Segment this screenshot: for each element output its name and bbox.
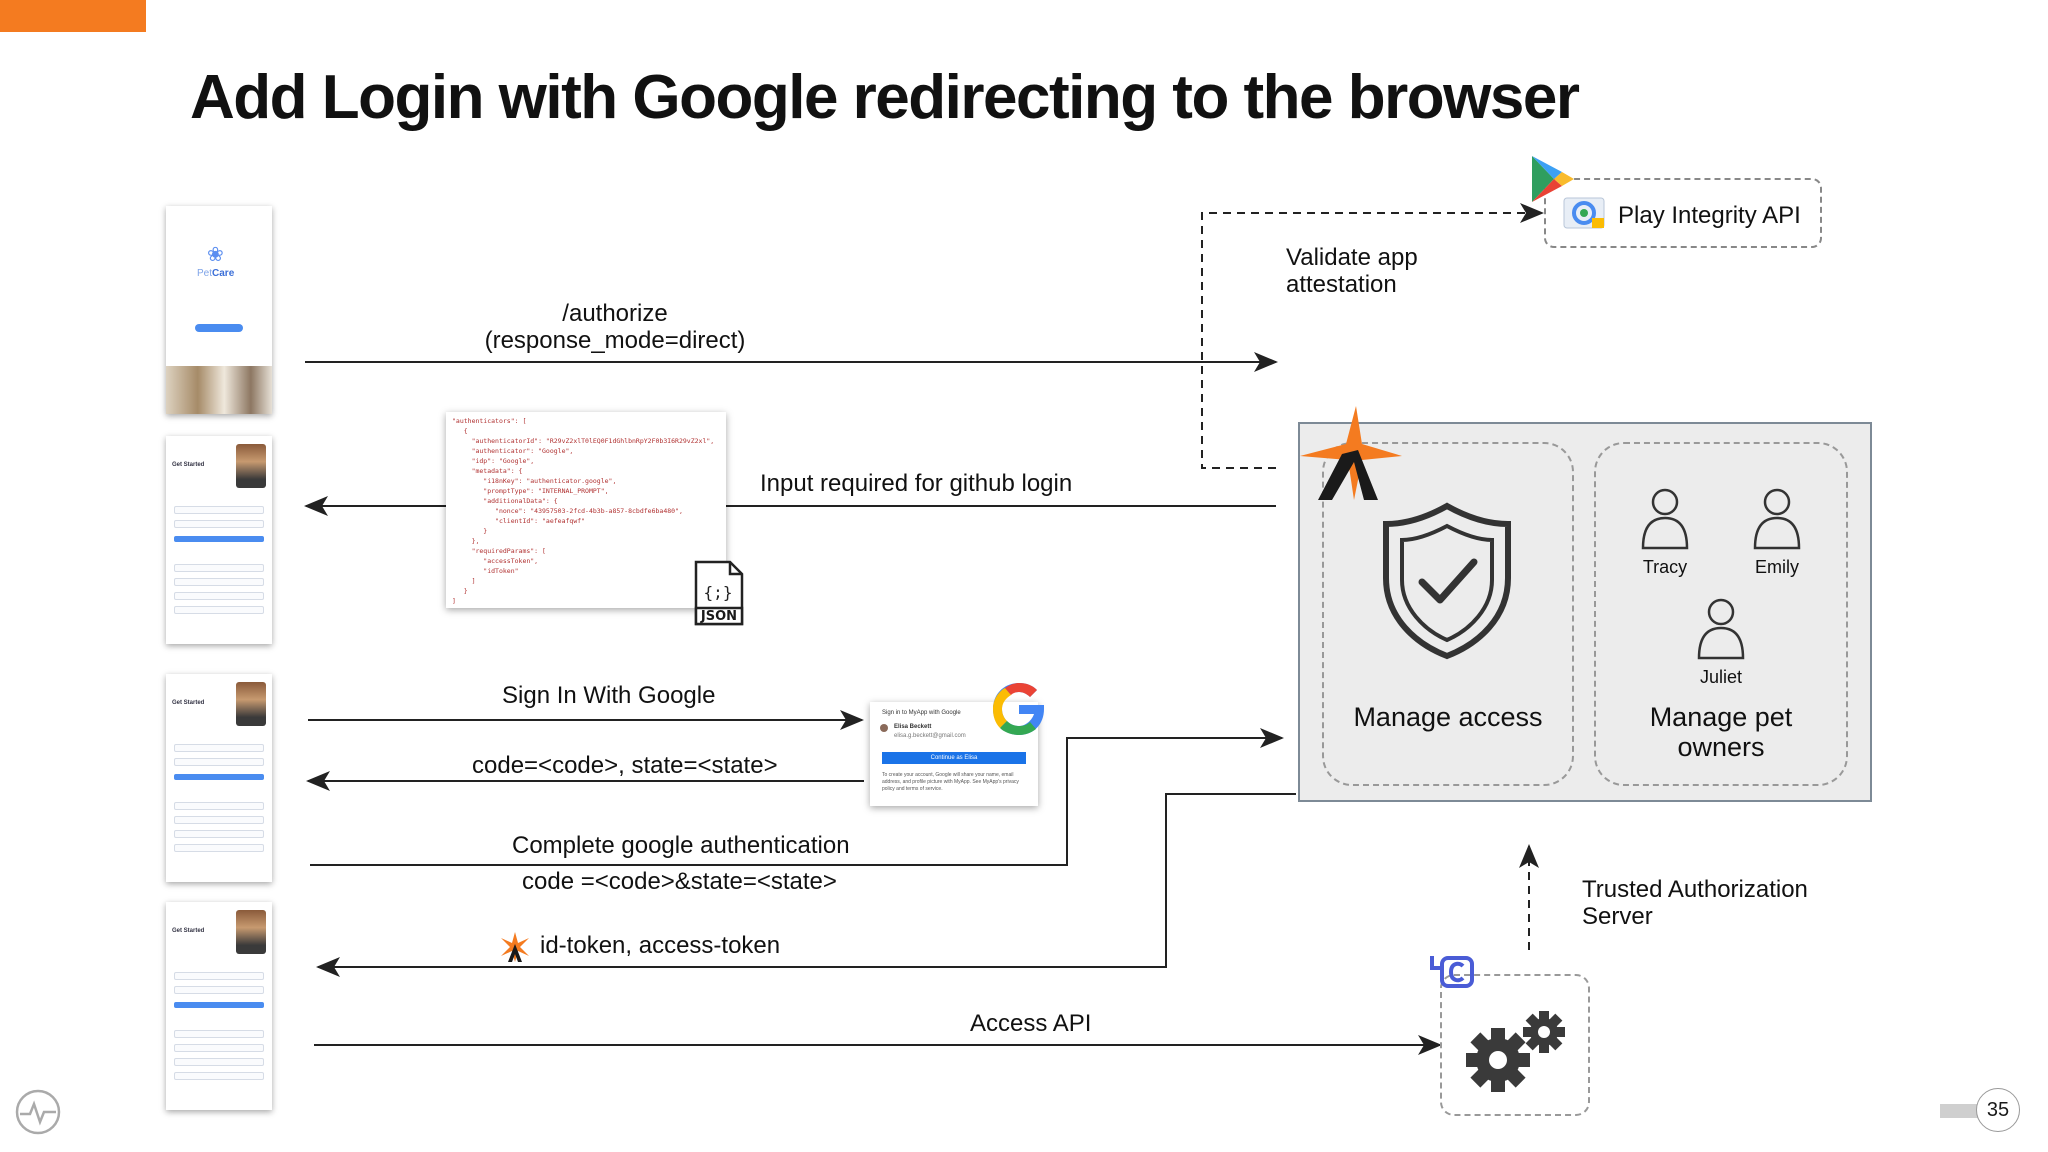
sign-in-google-label: Sign In With Google <box>502 682 716 709</box>
sign-in-button[interactable] <box>174 1002 264 1008</box>
profile-photo <box>236 444 266 488</box>
wso2-logo-icon <box>15 1089 61 1135</box>
user-name-emily: Emily <box>1755 557 1799 577</box>
response-mode-label: (response_mode=direct) <box>484 327 746 354</box>
slide-title: Add Login with Google redirecting to the… <box>190 63 1580 132</box>
passkey-button[interactable] <box>174 564 264 572</box>
popup-header: Sign in to MyApp with Google <box>882 710 961 716</box>
trusted-label-2: Server <box>1582 903 1653 930</box>
json-icon-label: JSON <box>700 609 738 624</box>
google-signin-popup: Sign in to MyApp with Google Elisa Becke… <box>870 702 1038 806</box>
user-icon <box>1641 488 1689 550</box>
validate-label-1: Validate app <box>1286 244 1418 271</box>
password-field[interactable] <box>174 520 264 528</box>
sign-in-button[interactable] <box>174 536 264 542</box>
phone-petcare-splash: ❀ PetCare <box>166 206 272 414</box>
shield-check-icon <box>1383 502 1511 660</box>
manage-pet-label-1: Manage pet <box>1649 702 1793 732</box>
get-started-heading: Get Started <box>172 928 205 934</box>
json-file-icon: {;} <box>694 560 744 626</box>
play-integrity-box <box>1544 178 1822 248</box>
get-started-heading: Get Started <box>172 700 205 706</box>
tokens-star-icon <box>501 932 529 962</box>
password-field[interactable] <box>174 758 264 766</box>
popup-user-email: elisa.g.beckett@gmail.com <box>894 733 966 739</box>
pets-illustration <box>166 366 272 414</box>
social-button[interactable] <box>174 844 264 852</box>
brand-prefix: Pet <box>197 268 213 279</box>
phone-get-started-1: Get Started <box>166 436 272 644</box>
brand-suffix: Care <box>212 268 235 279</box>
json-response-card: "authenticators": [ { "authenticatorId":… <box>446 412 726 608</box>
manage-pet-owners-panel <box>1594 442 1848 786</box>
google-button[interactable] <box>174 830 264 838</box>
popup-user-name: Elisa Beckett <box>894 724 932 730</box>
api-server-box <box>1440 974 1590 1116</box>
popup-disclaimer: To create your account, Google will shar… <box>882 772 1019 792</box>
user-name-juliet: Juliet <box>1699 667 1743 687</box>
phone-get-started-3: Get Started <box>166 902 272 1110</box>
asgardeo-logo-icon <box>1300 406 1402 500</box>
github-button[interactable] <box>174 1044 264 1052</box>
page-number: 35 <box>1976 1088 2020 1132</box>
complete-auth-label: Complete google authentication <box>512 832 850 859</box>
authorize-label: /authorize <box>562 300 668 327</box>
svg-text:{;}: {;} <box>704 583 733 602</box>
user-name-tracy: Tracy <box>1642 557 1688 577</box>
paw-icon: ❀ <box>207 244 224 266</box>
password-field[interactable] <box>174 986 264 994</box>
email-field[interactable] <box>174 506 264 514</box>
manage-access-label: Manage access <box>1353 702 1543 732</box>
page-number-bar <box>1940 1104 1980 1118</box>
choreo-icon <box>1430 956 1474 988</box>
email-field[interactable] <box>174 744 264 752</box>
social-button[interactable] <box>174 606 264 614</box>
code-state-label: code=<code>, state=<state> <box>472 752 778 779</box>
attestation-arrow <box>1201 203 1544 469</box>
trusted-label-1: Trusted Authorization <box>1582 876 1808 903</box>
email-field[interactable] <box>174 972 264 980</box>
avatar <box>880 724 888 732</box>
google-logo-icon <box>993 683 1044 735</box>
sign-in-button[interactable] <box>174 774 264 780</box>
google-button[interactable] <box>174 592 264 600</box>
app-attestation-icon <box>1563 197 1605 229</box>
passkey-button[interactable] <box>174 1030 264 1038</box>
user-icon <box>1697 598 1745 660</box>
accent-bar <box>0 0 146 32</box>
user-icon <box>1753 488 1801 550</box>
complete-auth-arrow <box>310 728 1284 866</box>
access-api-label: Access API <box>970 1010 1092 1037</box>
continue-button[interactable]: Continue as Elisa <box>882 752 1026 764</box>
play-integrity-label: Play Integrity API <box>1618 202 1801 229</box>
code-state-2-label: code =<code>&state=<state> <box>522 868 837 895</box>
profile-photo <box>236 682 266 726</box>
google-play-icon <box>1532 156 1574 202</box>
manage-pet-label-2: owners <box>1677 732 1765 762</box>
gears-icon <box>1466 1011 1565 1092</box>
tokens-label: id-token, access-token <box>540 932 781 959</box>
google-button[interactable] <box>174 1058 264 1066</box>
phone-get-started-2: Get Started <box>166 674 272 882</box>
start-button[interactable] <box>195 324 243 332</box>
validate-label-2: attestation <box>1286 271 1397 298</box>
passkey-button[interactable] <box>174 802 264 810</box>
profile-photo <box>236 910 266 954</box>
social-button[interactable] <box>174 1072 264 1080</box>
github-button[interactable] <box>174 578 264 586</box>
manage-access-panel <box>1322 442 1574 786</box>
github-button[interactable] <box>174 816 264 824</box>
tokens-arrow <box>316 793 1296 977</box>
input-required-label: Input required for github login <box>760 470 1073 497</box>
get-started-heading: Get Started <box>172 462 205 468</box>
